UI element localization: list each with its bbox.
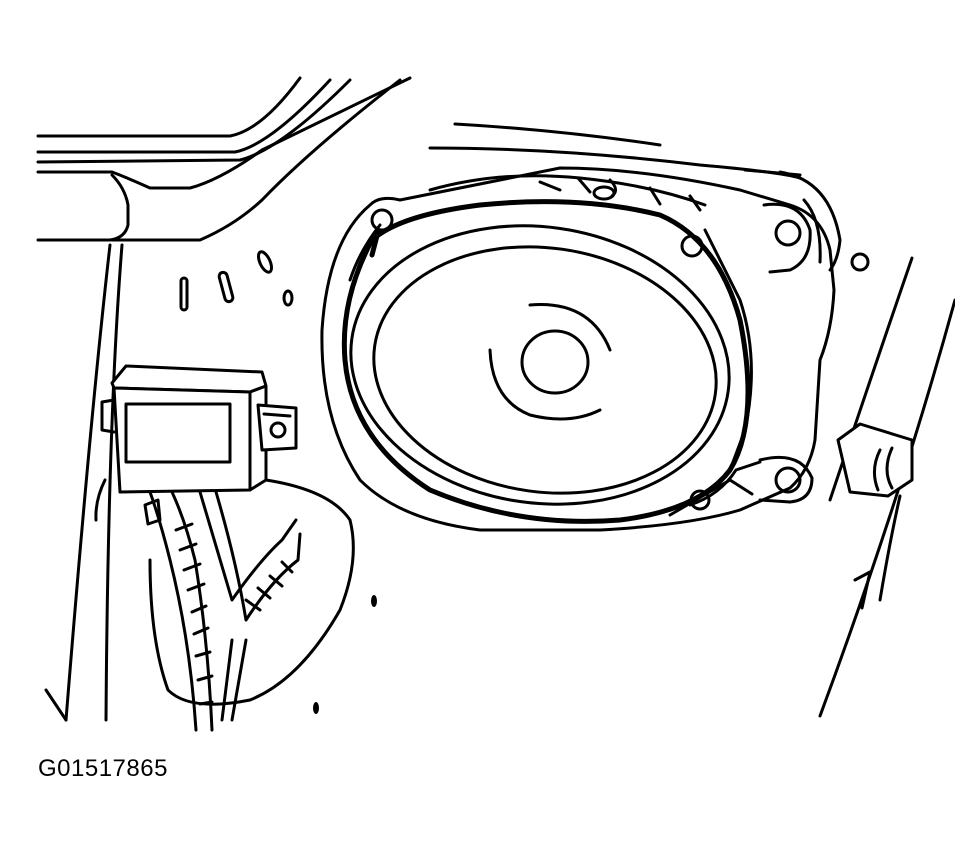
lower-trim-cutout bbox=[94, 478, 355, 706]
figure-id-label: G01517865 bbox=[38, 755, 168, 782]
right-body-panel bbox=[818, 252, 955, 718]
upper-body-contours bbox=[428, 122, 842, 272]
speaker-cone bbox=[341, 199, 762, 524]
control-module bbox=[100, 364, 298, 494]
panel-slots bbox=[179, 250, 377, 714]
speaker-mount-plate bbox=[320, 166, 836, 532]
wiring-harness bbox=[143, 490, 302, 732]
upper-trim-panel bbox=[36, 76, 412, 242]
left-panel-edges bbox=[44, 243, 124, 722]
